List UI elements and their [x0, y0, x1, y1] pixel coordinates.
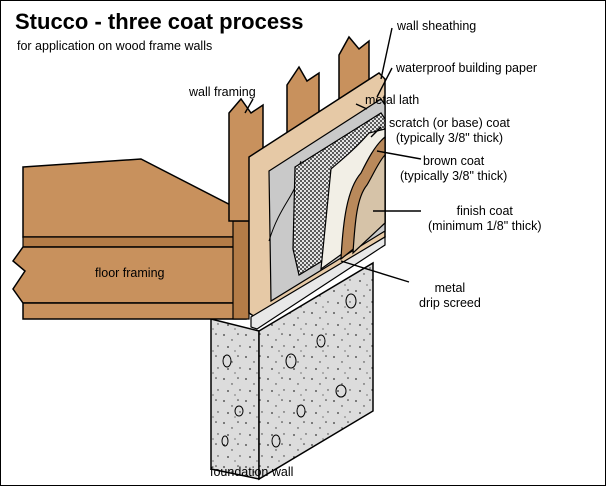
- label-wall-sheathing: wall sheathing: [397, 19, 477, 33]
- label-scratch-coat: scratch (or base) coat (typically 3/8" t…: [389, 116, 510, 146]
- label-drip-screed: metal drip screed: [419, 281, 481, 311]
- label-drip-screed-line2: drip screed: [419, 296, 481, 310]
- diagram-subtitle: for application on wood frame walls: [17, 39, 213, 53]
- floor-framing-shape: [11, 158, 250, 320]
- label-foundation-wall: foundation wall: [210, 465, 294, 479]
- diagram-title: Stucco - three coat process: [15, 9, 304, 34]
- label-finish-coat-line2: (minimum 1/8" thick): [428, 219, 542, 233]
- label-brown-coat: brown coat (typically 3/8" thick): [400, 154, 507, 184]
- label-floor-framing: floor framing: [95, 266, 165, 280]
- foundation-wall-shape: [210, 261, 374, 481]
- drip-screed-shape: [250, 235, 386, 330]
- label-brown-coat-line2: (typically 3/8" thick): [400, 169, 508, 183]
- label-scratch-coat-line1: scratch (or base) coat: [389, 116, 510, 130]
- label-drip-screed-line1: metal: [434, 281, 466, 295]
- label-scratch-coat-line2: (typically 3/8" thick): [395, 131, 504, 145]
- label-wall-framing: wall framing: [189, 85, 256, 99]
- label-brown-coat-line1: brown coat: [423, 154, 485, 168]
- label-finish-coat-line1: finish coat: [456, 204, 513, 218]
- finish-coat-shape: [352, 153, 386, 255]
- label-finish-coat: finish coat (minimum 1/8" thick): [428, 204, 541, 234]
- label-metal-lath: metal lath: [365, 93, 420, 107]
- label-building-paper: waterproof building paper: [396, 61, 538, 75]
- leader-lines: [244, 27, 422, 283]
